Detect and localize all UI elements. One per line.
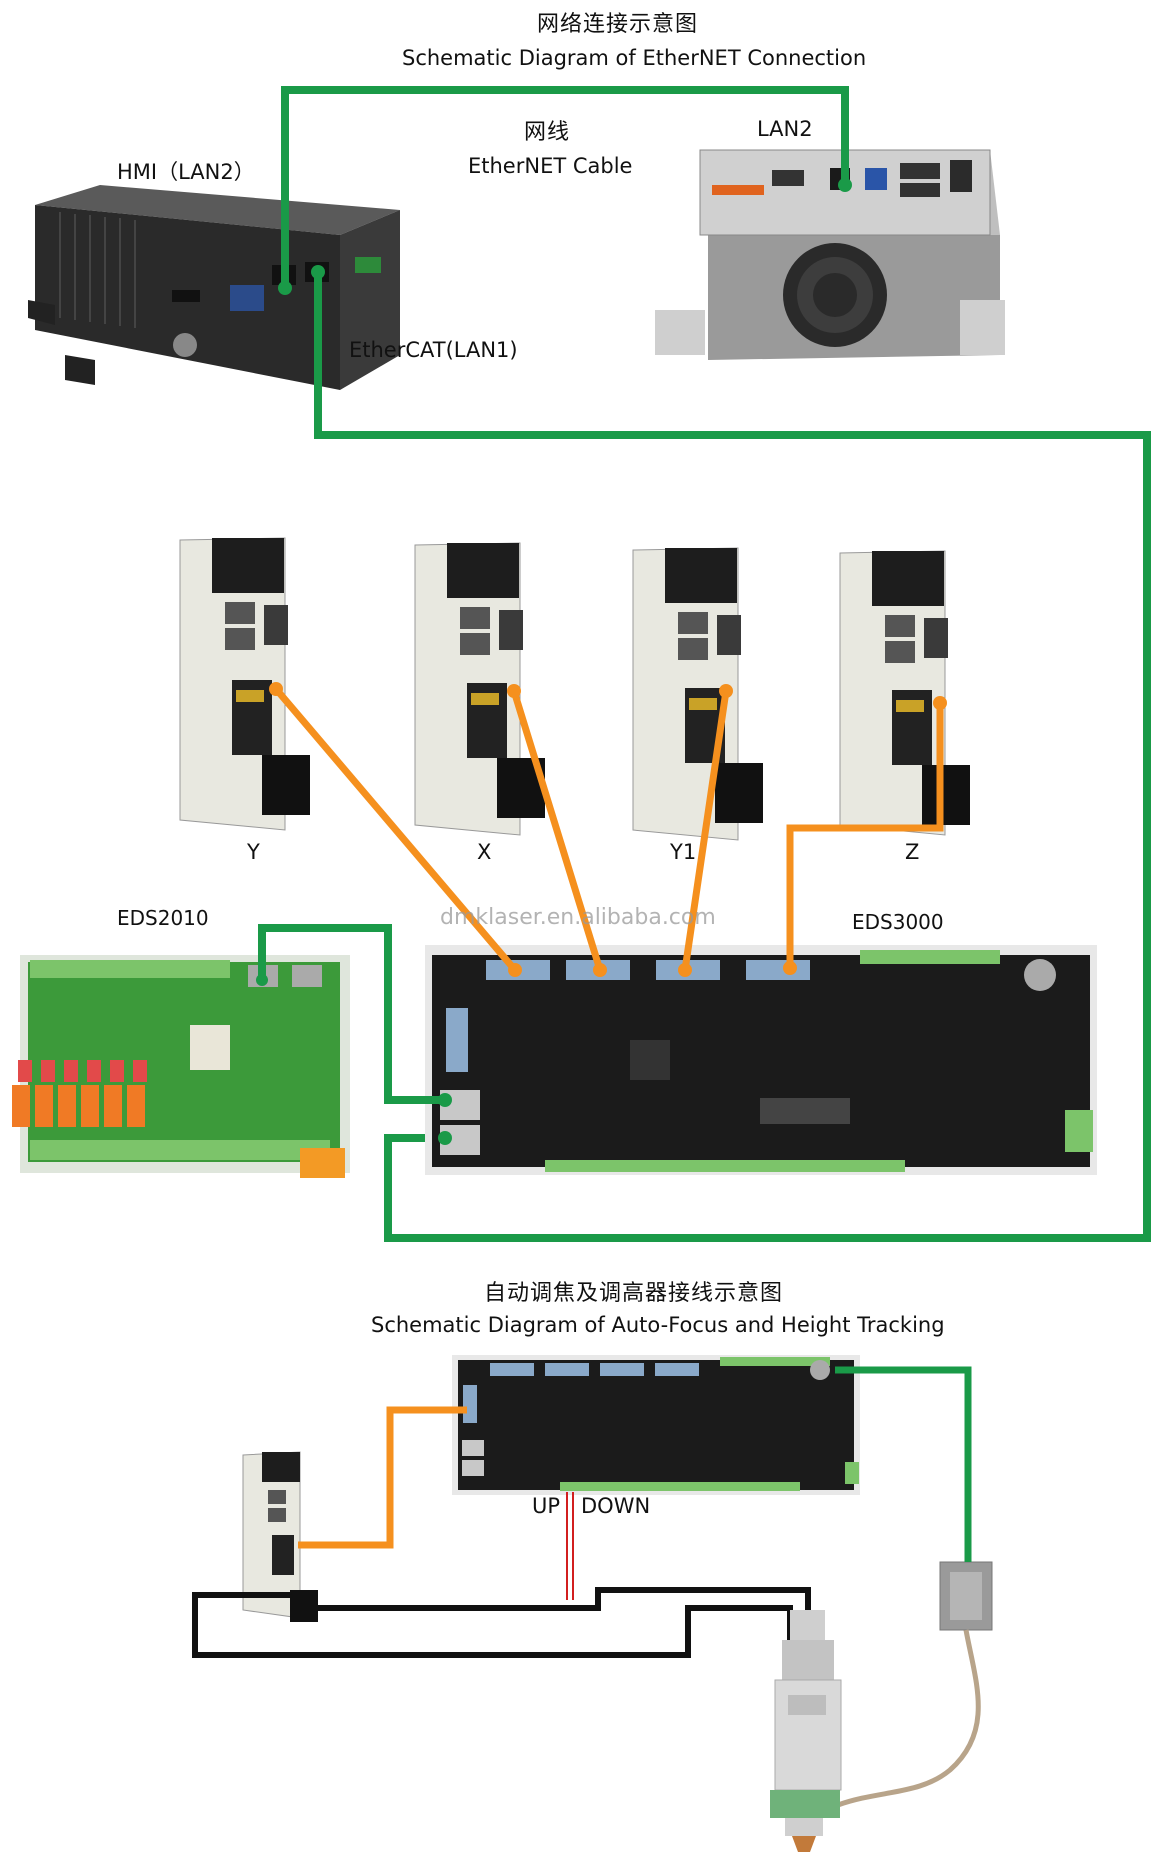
cable-label-cn: 网线 [524,120,571,145]
amplifier-icon [939,1561,993,1631]
updown-wires [566,1492,574,1600]
servo-cable-y [272,685,519,974]
ethernet-cable-amplifier [835,1366,972,1562]
ethercat-cable-loop [314,272,1151,1242]
io-board-icon [12,955,350,1178]
controller-board-small [452,1355,860,1495]
axis-label-y1: Y1 [670,840,697,864]
axis-label-y: Y [247,840,260,864]
ethernet-cable-io-controller [258,924,445,1104]
rf-cable [837,1629,981,1808]
servo-drive-y [179,537,310,831]
down-label: DOWN [581,1494,651,1518]
lan2-label: LAN2 [757,117,813,141]
servo-drive-z [839,550,970,836]
hmi-label: HMI（LAN2） [117,160,255,184]
motor-cable-loop [302,1587,811,1645]
up-label: UP [532,1494,561,1518]
controller-label: EDS3000 [852,910,944,934]
servo-cable-x [510,687,604,974]
controller-board-icon [425,945,1097,1175]
network-title-cn: 网络连接示意图 [537,12,699,37]
ethernet-cable-hmi-pc [281,86,849,288]
autofocus-title-en: Schematic Diagram of Auto-Focus and Heig… [371,1313,945,1337]
watermark: dmklaser.en.alibaba.com [440,905,716,930]
servo-cable-focus [298,1406,467,1549]
autofocus-title-cn: 自动调焦及调高器接线示意图 [484,1281,784,1306]
hmi-box-icon [28,185,400,390]
laser-head-icon [770,1610,842,1852]
cable-label-en: EtherNET Cable [468,154,633,178]
io-board-label: EDS2010 [117,906,209,930]
motor-cable-loop-outer [192,1592,793,1658]
axis-label-z: Z [905,840,920,864]
ethercat-label: EtherCAT(LAN1) [349,338,518,362]
servo-cable-z [786,699,944,972]
industrial-pc-icon [655,149,1005,360]
servo-cable-y1 [681,687,730,974]
servo-drive-x [414,542,545,836]
axis-label-x: X [477,840,492,864]
network-title-en: Schematic Diagram of EtherNET Connection [402,46,867,70]
servo-drive-y1 [632,547,763,841]
